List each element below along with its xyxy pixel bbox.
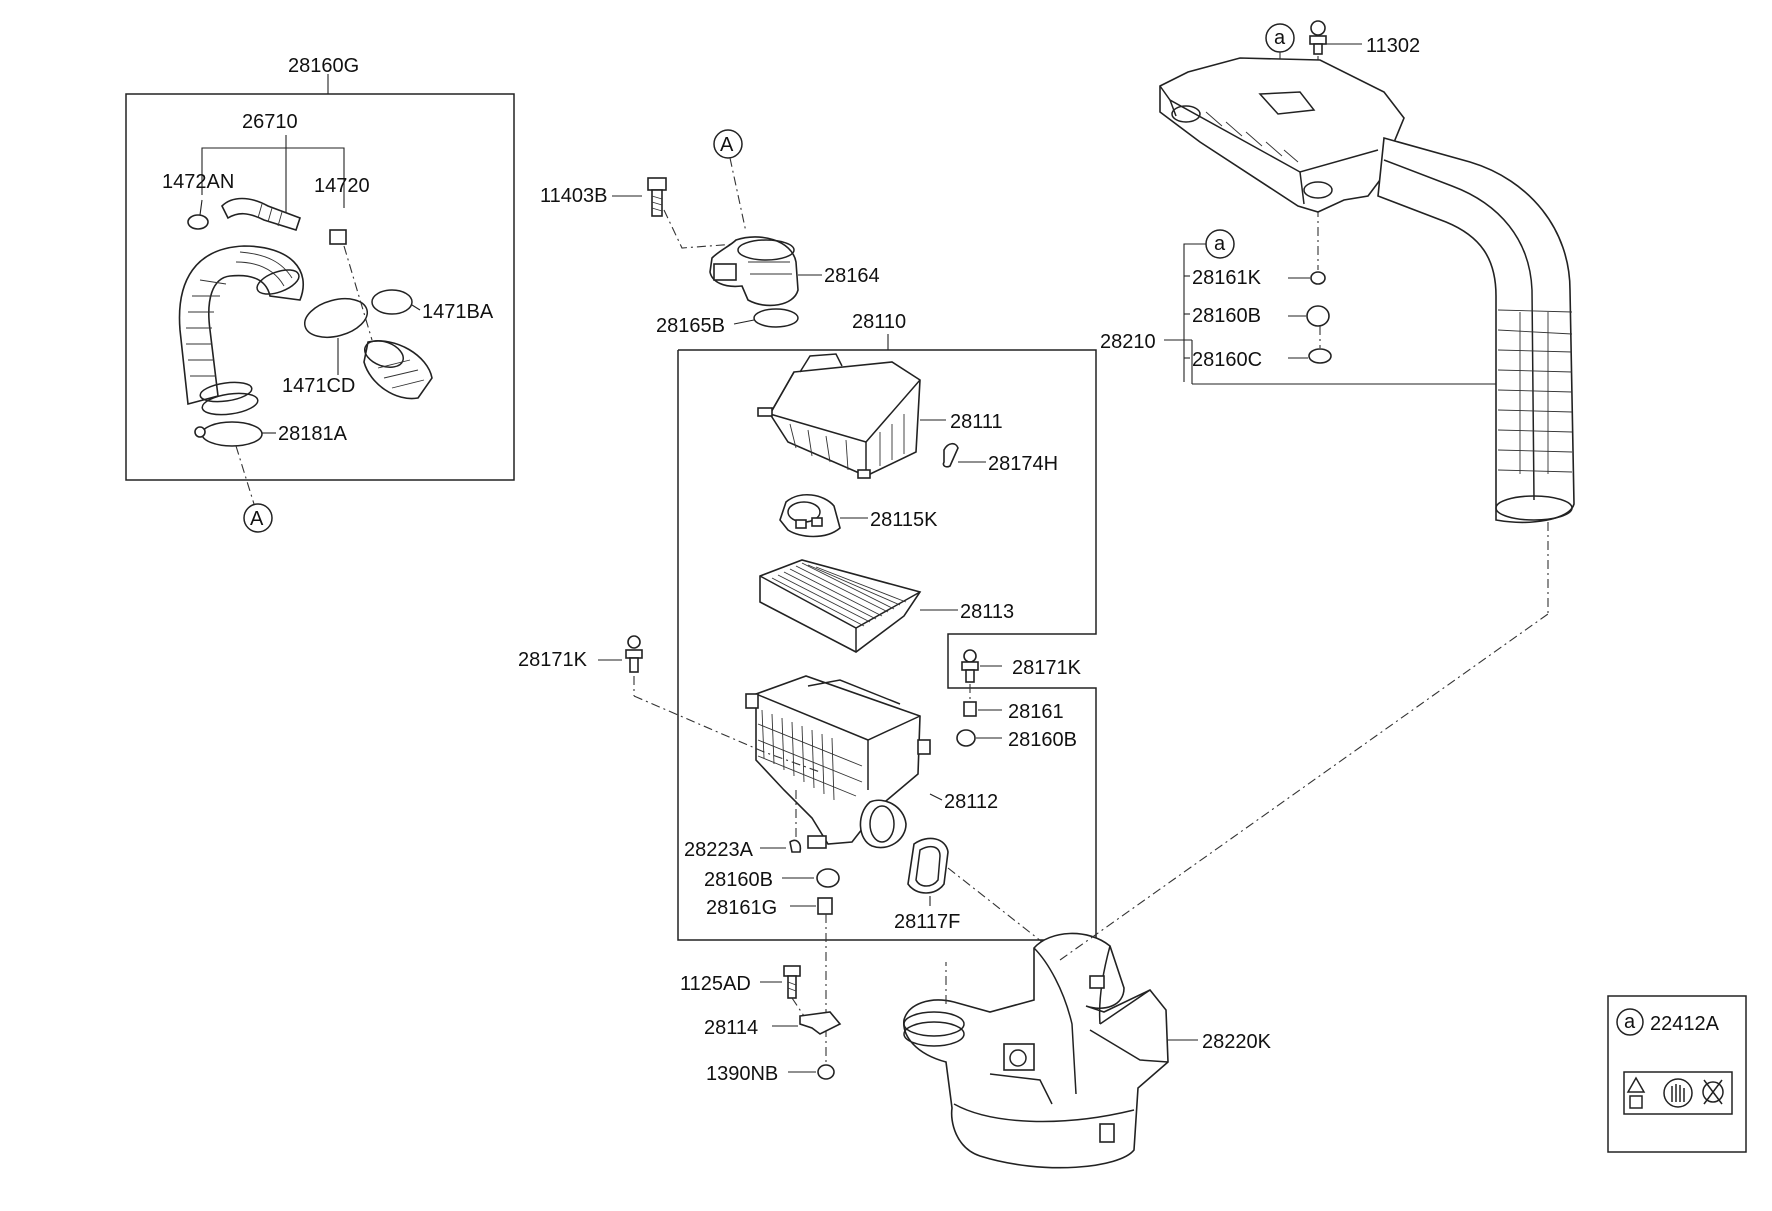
ref-marker-A-left: [243, 503, 273, 533]
callout-28115K[interactable]: 28115K: [870, 509, 938, 531]
air-cleaner-group: 28110 28111 28174H: [518, 311, 1097, 957]
callout-28161[interactable]: 28161: [1008, 701, 1064, 723]
seal-28117F[interactable]: [907, 837, 949, 894]
ref-marker-A-top: [713, 129, 743, 159]
callout-28160C[interactable]: 28160C: [1192, 349, 1262, 371]
airflow-sensor-group: A 11403B 28164 28165B: [540, 129, 880, 337]
air-duct-pipe[interactable]: [1377, 136, 1575, 524]
bolt-1125AD[interactable]: [783, 965, 801, 999]
ref-marker-a-label: [1616, 1008, 1644, 1036]
ref-marker-A-left-label: A: [250, 508, 264, 530]
nut-1390NB[interactable]: [817, 1064, 835, 1080]
ref-marker-a-top-label: a: [1274, 27, 1286, 49]
callout-11302[interactable]: 11302: [1366, 35, 1420, 57]
callout-22412A[interactable]: 22412A: [1650, 1013, 1720, 1035]
callout-1471BA[interactable]: 1471BA: [422, 301, 494, 323]
clip-28223A[interactable]: [789, 839, 802, 853]
clip-1472AN[interactable]: [187, 214, 209, 230]
callout-28160B-low[interactable]: 28160B: [704, 869, 773, 891]
bolt-11302[interactable]: [1309, 20, 1327, 55]
ref-marker-a-label-text: a: [1624, 1011, 1636, 1033]
grommet-28160B-low[interactable]: [816, 868, 840, 888]
intake-duct-28220K[interactable]: [903, 932, 1169, 1169]
callout-28164[interactable]: 28164: [824, 265, 880, 287]
callout-1471CD[interactable]: 1471CD: [282, 375, 355, 397]
clamp-28181A[interactable]: [201, 421, 263, 447]
book-icon: [1629, 1095, 1643, 1109]
airflow-sensor-28164[interactable]: [709, 236, 799, 307]
bolt-28171K-right[interactable]: [961, 649, 979, 683]
callout-28223A[interactable]: 28223A: [684, 839, 754, 861]
callout-28111[interactable]: 28111: [950, 411, 1003, 433]
clamp-1471CD[interactable]: [300, 292, 371, 343]
callout-1125AD[interactable]: 1125AD: [680, 973, 751, 995]
breather-hose[interactable]: [221, 197, 302, 231]
coupler-hose[interactable]: [361, 336, 433, 400]
warning-triangle-icon: [1626, 1076, 1646, 1093]
callout-28210[interactable]: 28210: [1100, 331, 1156, 353]
bolt-28171K-left[interactable]: [625, 635, 643, 673]
callout-1390NB[interactable]: 1390NB: [706, 1063, 778, 1085]
callout-28174H[interactable]: 28174H: [988, 453, 1058, 475]
callout-28165B[interactable]: 28165B: [656, 315, 725, 337]
grommet-28160B-mid[interactable]: [956, 729, 976, 747]
callout-28160G[interactable]: 28160G: [288, 55, 359, 77]
grommet-28160C[interactable]: [1308, 348, 1332, 364]
callout-28171K-left[interactable]: 28171K: [518, 649, 588, 671]
callout-28114[interactable]: 28114: [704, 1017, 758, 1039]
callout-11403B[interactable]: 11403B: [540, 185, 607, 207]
callout-28171K-right[interactable]: 28171K: [1012, 657, 1082, 679]
prohibited-hand-icon: [1663, 1078, 1693, 1108]
callout-28113[interactable]: 28113: [960, 601, 1014, 623]
air-duct-cover[interactable]: [1159, 57, 1405, 213]
hose-assembly-group: 28160G 26710 1472AN 14720: [125, 55, 515, 533]
bracket-hardware-group: 1125AD 28114 1390NB: [680, 914, 842, 1085]
callout-26710[interactable]: 26710: [242, 111, 298, 133]
clamp-1471BA[interactable]: [371, 289, 413, 315]
callout-28160B-mid[interactable]: 28160B: [1008, 729, 1077, 751]
air-duct-group: a 11302: [1100, 20, 1575, 614]
callout-28220K[interactable]: 28220K: [1202, 1031, 1272, 1053]
resonator-28115K[interactable]: [779, 494, 841, 538]
ref-marker-a-group-label: a: [1214, 233, 1226, 255]
grommet-28160B-top[interactable]: [1306, 305, 1330, 327]
callout-28117F[interactable]: 28117F: [894, 911, 960, 933]
hose-assembly-frame: [125, 93, 515, 481]
gasket-28165B[interactable]: [753, 308, 799, 328]
bushing-28161K[interactable]: [1310, 271, 1326, 285]
warning-label-image: [1623, 1071, 1733, 1115]
air-filter-28113[interactable]: [759, 559, 922, 653]
callout-28161G[interactable]: 28161G: [706, 897, 777, 919]
callout-28110[interactable]: 28110: [852, 311, 906, 333]
bracket-28114[interactable]: [799, 1011, 842, 1035]
air-cleaner-body-28112[interactable]: [745, 675, 931, 849]
callout-28112[interactable]: 28112: [944, 791, 998, 813]
callout-28161K[interactable]: 28161K: [1192, 267, 1262, 289]
callout-28160B-top[interactable]: 28160B: [1192, 305, 1261, 327]
clip-28174H[interactable]: [942, 442, 959, 468]
bushing-28161G[interactable]: [817, 897, 833, 915]
label-box-22412A: a 22412A: [1607, 995, 1747, 1153]
callout-14720[interactable]: 14720: [314, 175, 370, 197]
clip-14720[interactable]: [329, 229, 347, 245]
intake-hose-corrugated[interactable]: [178, 245, 305, 418]
ref-marker-A-top-label: A: [720, 134, 734, 156]
callout-1472AN[interactable]: 1472AN: [162, 171, 234, 193]
bolt-11403B[interactable]: [647, 177, 667, 217]
air-cleaner-frame: [677, 349, 1097, 941]
air-cleaner-cover-28111[interactable]: [757, 353, 921, 479]
bushing-28161[interactable]: [963, 701, 977, 717]
callout-28181A[interactable]: 28181A: [278, 423, 348, 445]
